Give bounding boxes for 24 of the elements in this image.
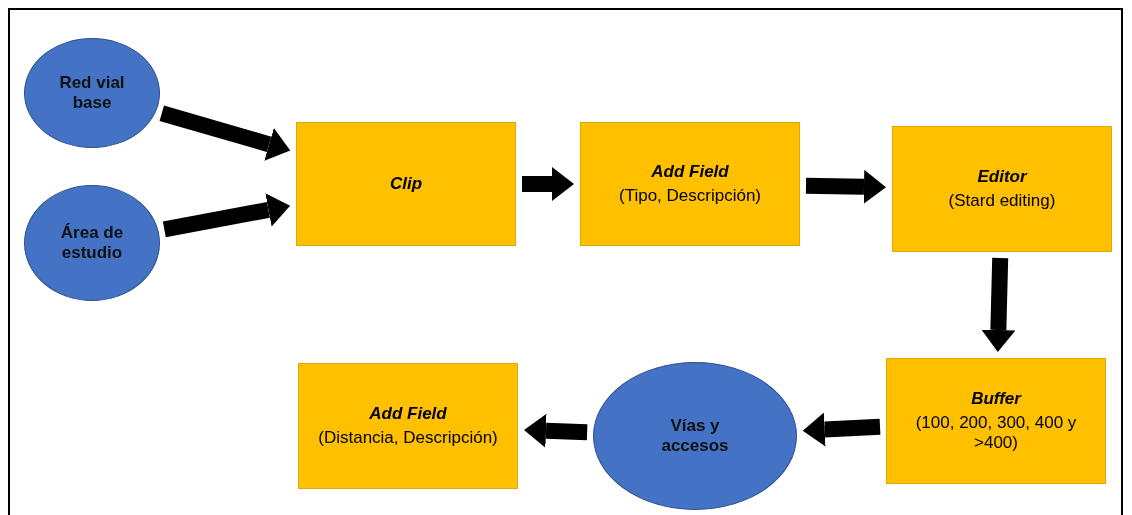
- node-title: Red vial base: [59, 73, 125, 113]
- arrow: [524, 413, 588, 448]
- arrow: [805, 169, 886, 204]
- process-box: [296, 122, 516, 246]
- process-box: [580, 122, 800, 246]
- node-description: (Distancia, Descripción): [318, 428, 498, 448]
- node-description: (Tipo, Descripción): [619, 186, 761, 206]
- arrow: [981, 257, 1016, 352]
- node-description: (Stard editing): [948, 191, 1056, 211]
- node-title: Vías y accesos: [660, 416, 730, 456]
- arrow: [522, 167, 574, 201]
- node-description: (100, 200, 300, 400 y >400): [914, 413, 1078, 453]
- node-title: Add Field: [651, 162, 729, 182]
- node-title: Área de estudio: [59, 223, 125, 263]
- arrow: [802, 412, 881, 447]
- node-title: Add Field: [369, 404, 447, 424]
- node-title: Buffer: [971, 389, 1021, 409]
- arrow: [159, 105, 291, 161]
- process-box: [892, 126, 1112, 252]
- arrow: [162, 193, 291, 238]
- node-title: Clip: [389, 174, 423, 194]
- process-box: [886, 358, 1106, 484]
- process-box: [298, 363, 518, 489]
- node-title: Editor: [977, 167, 1027, 187]
